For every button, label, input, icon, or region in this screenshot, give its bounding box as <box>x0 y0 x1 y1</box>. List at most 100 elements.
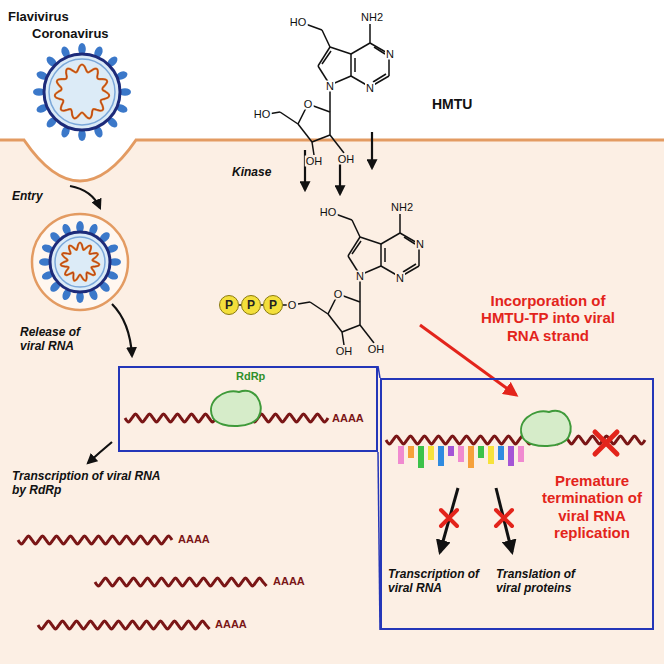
chemical-bond <box>312 135 330 142</box>
chemical-bond <box>318 47 330 66</box>
atom-label: OH <box>305 156 324 167</box>
nucleotide-bar <box>408 446 414 458</box>
cytoplasm <box>0 140 664 664</box>
atom-label: OH <box>367 344 386 355</box>
chemical-bond <box>352 241 361 254</box>
chemical-bond <box>280 112 298 124</box>
blocked-process: Translation of viral proteins <box>496 568 600 596</box>
nucleotide-bar <box>498 446 504 460</box>
nucleotide-bar <box>428 446 434 460</box>
chemical-bond <box>342 325 360 332</box>
virus-particle <box>39 221 121 303</box>
chemical-bond <box>352 220 360 237</box>
chemical-bond <box>312 142 314 155</box>
incorporation-arrow <box>420 325 516 395</box>
molecule-bonds <box>268 22 389 155</box>
chemical-bond <box>399 214 401 233</box>
blocked-arrow <box>496 488 512 552</box>
phosphate-circle: P <box>219 295 239 315</box>
nucleotide-bar <box>518 446 524 462</box>
chemical-bond <box>330 47 351 54</box>
nucleotide-bar <box>478 446 484 458</box>
kinase-arrow <box>371 132 373 168</box>
virus-particle <box>33 43 131 141</box>
text-label: Flavivirus <box>8 10 69 25</box>
outcome-text: Premature termination of viral RNA repli… <box>536 472 648 541</box>
release-arrow <box>112 304 132 356</box>
nucleotide-bar <box>448 446 454 456</box>
atom-label: O <box>287 300 298 311</box>
rna-strand <box>95 578 267 586</box>
block-mark <box>595 432 617 454</box>
atom-label: N <box>325 81 335 92</box>
capsid <box>49 59 115 125</box>
cell-membrane <box>0 140 664 181</box>
text-label: Entry <box>12 190 43 204</box>
phosphate-label: P <box>247 298 255 312</box>
text-label: Release of viral RNA <box>20 326 104 354</box>
capsid <box>55 237 105 287</box>
viral-envelope <box>50 232 110 292</box>
viral-rna <box>55 65 109 119</box>
blocked-arrow <box>440 488 458 552</box>
chemical-bond <box>360 237 381 244</box>
text-label: Transcription of viral RNA by RdRp <box>12 470 164 498</box>
nucleotide-bar <box>438 446 444 466</box>
text-label: HMTU <box>432 96 472 112</box>
chemical-bond <box>381 233 400 244</box>
chemical-bond <box>354 58 356 72</box>
atom-label: HO <box>289 17 308 28</box>
text-label: Incorporation of HMTU-TP into viral RNA … <box>468 292 628 344</box>
blocked-process: Transcription of viral RNA <box>388 568 492 596</box>
atom-label: N <box>355 271 365 282</box>
atom-label: HO <box>319 207 338 218</box>
atom-label: NH2 <box>390 202 414 213</box>
nucleotide-bar <box>508 446 514 466</box>
atom-label: OH <box>337 154 356 165</box>
molecule-bonds <box>298 212 419 345</box>
chemical-bond <box>322 51 331 64</box>
chemical-bond <box>373 74 386 82</box>
chemical-bond <box>342 332 344 345</box>
endosome <box>32 214 128 310</box>
viral-rna <box>61 243 99 281</box>
chemical-bond <box>359 302 361 325</box>
text-label: AAAA <box>273 575 305 588</box>
atom-label: O <box>333 289 344 300</box>
nucleotide-bar <box>458 446 464 462</box>
viral-rna <box>55 65 109 119</box>
phosphate-label: P <box>269 298 277 312</box>
atom-label: OH <box>335 346 354 357</box>
chemical-bond <box>298 302 310 304</box>
atom-label: N <box>385 49 395 60</box>
chemical-bond <box>310 302 328 314</box>
chemical-bond <box>329 112 331 135</box>
chemical-bond <box>374 47 385 54</box>
chemical-bond <box>380 244 382 266</box>
nucleotide-bar <box>468 446 474 468</box>
chemical-bond <box>348 237 360 256</box>
block-mark <box>441 510 457 526</box>
entry-arrow <box>70 186 100 208</box>
block-mark <box>496 510 512 526</box>
viral-rna <box>61 243 99 281</box>
rdrp-enzyme <box>211 391 261 426</box>
atom-label: N <box>365 83 375 94</box>
chemical-bond <box>351 43 370 54</box>
viral-envelope <box>44 54 120 130</box>
replication-box: RdRpAAAA <box>118 366 378 452</box>
transcription-arrow <box>88 442 112 463</box>
atom-label: N <box>395 273 405 284</box>
chemical-bond <box>328 314 342 332</box>
chemical-bond <box>384 248 386 262</box>
text-label: Coronavirus <box>32 27 109 42</box>
inhibition-box: Premature termination of viral RNA repli… <box>380 378 654 630</box>
chemical-bond <box>404 237 415 244</box>
rna-strand <box>38 621 210 629</box>
chemical-bond <box>350 54 352 76</box>
phosphate-circle: P <box>263 295 283 315</box>
zoom-line <box>378 366 380 378</box>
atom-label: NH2 <box>360 12 384 23</box>
atom-label: O <box>303 99 314 110</box>
